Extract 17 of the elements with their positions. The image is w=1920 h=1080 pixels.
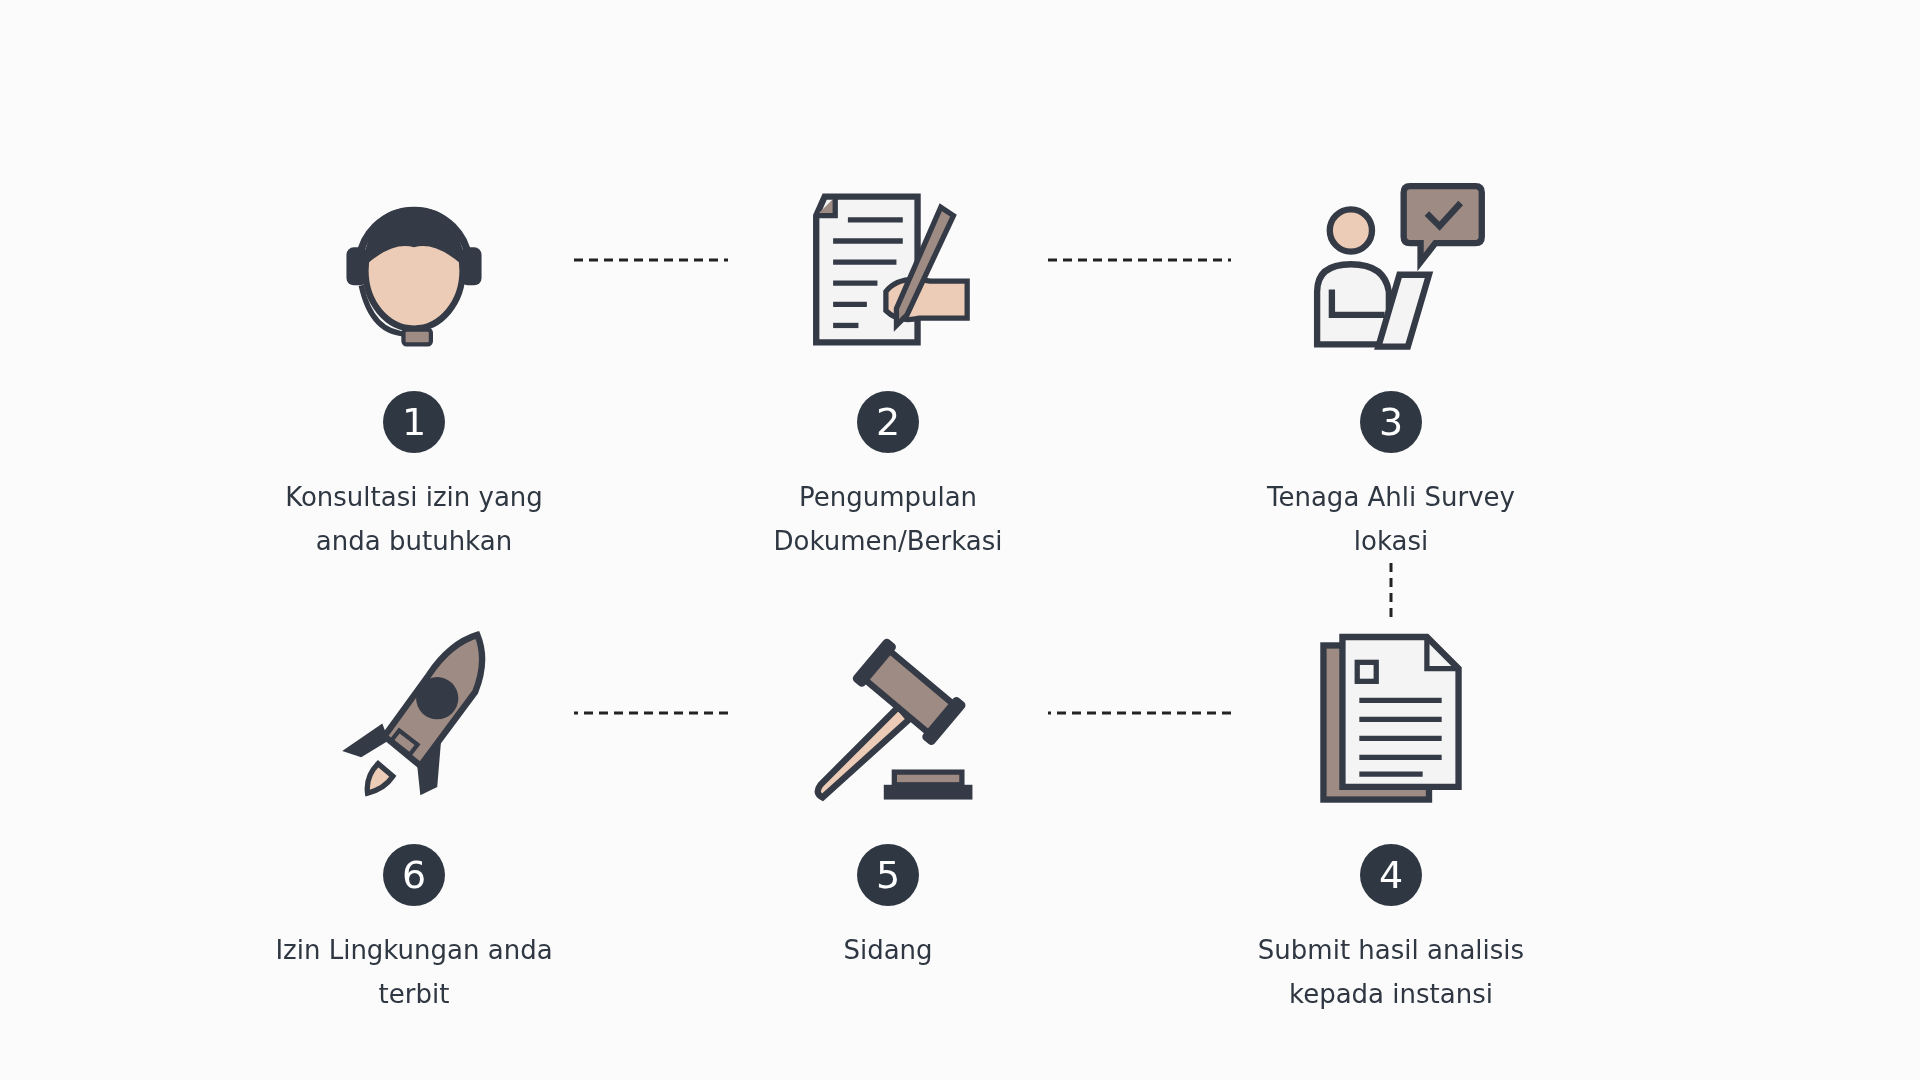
step-label: Tenaga Ahli Survey lokasi (1266, 481, 1516, 558)
dashed-connector (1389, 563, 1393, 618)
step-label: Sidang (843, 934, 933, 967)
step-number: 2 (857, 391, 919, 453)
dashed-connector (1048, 711, 1231, 715)
step-number: 5 (857, 844, 919, 906)
step-label: Submit hasil analisis kepada instansi (1256, 934, 1526, 1011)
step-number: 6 (383, 844, 445, 906)
step-label: Konsultasi izin yang anda butuhkan (284, 481, 544, 558)
dashed-connector (574, 258, 728, 262)
dashed-connector (574, 711, 728, 715)
step-number: 1 (383, 391, 445, 453)
dashed-connector (1048, 258, 1231, 262)
step-label: Izin Lingkungan anda terbit (274, 934, 554, 1011)
step-number: 4 (1360, 844, 1422, 906)
step-number: 3 (1360, 391, 1422, 453)
step-label: Pengumpulan Dokumen/Berkasi (772, 481, 1004, 558)
